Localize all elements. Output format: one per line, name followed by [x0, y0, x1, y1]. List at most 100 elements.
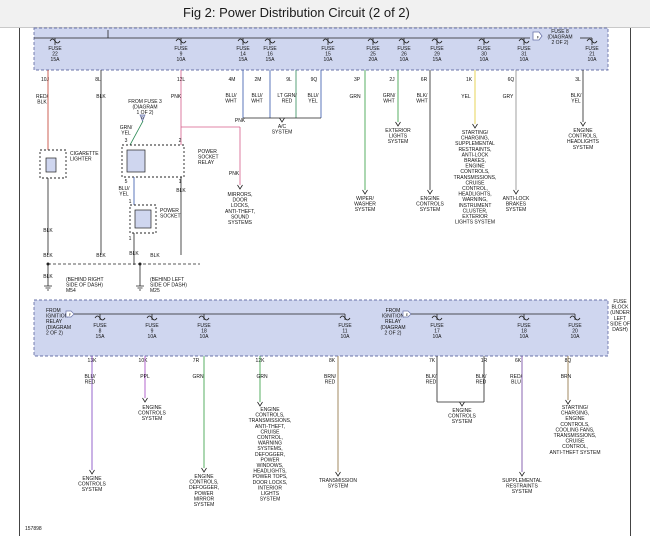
- wire-color-label: RED: [282, 99, 293, 105]
- arrow-icon: [580, 121, 586, 127]
- dest-starting-charging-2: ENGINE: [565, 416, 585, 422]
- fuse-symbol: [518, 315, 530, 321]
- connector-pin: 3P: [354, 77, 361, 83]
- wire-color-label: BLK: [43, 228, 53, 234]
- fuse-block-label: SIDE OF: [610, 321, 630, 327]
- fuse-label: FUSE: [397, 46, 411, 52]
- wire-color-label: BLU/: [118, 186, 130, 192]
- connector-letter: E: [406, 313, 409, 317]
- wire-color-label: YEL: [571, 99, 581, 105]
- fuse-label: 15A: [239, 57, 249, 63]
- ground-icon: [136, 285, 144, 291]
- connector-pin: 9L: [286, 77, 292, 83]
- fuse-label: 18: [521, 329, 527, 335]
- fuse-label: FUSE: [430, 46, 444, 52]
- fuse-block-label: (UNDER: [610, 310, 630, 316]
- fuse-label: 20A: [369, 57, 379, 63]
- wire-color-label: BLK/: [571, 93, 582, 99]
- power-socket-box: [129, 204, 157, 234]
- dest-mirrors: LOCKS,: [231, 203, 249, 209]
- dest-mirrors: DOOR: [233, 198, 248, 204]
- fuse-label: 10A: [324, 57, 334, 63]
- power-socket-relay-label: RELAY: [198, 160, 215, 166]
- connector-arrow-icon: [532, 31, 543, 41]
- fuse-label: FUSE: [338, 323, 352, 329]
- ground-icon: [44, 285, 52, 291]
- fuse-label: 11: [342, 329, 347, 335]
- ground-label-right: SIDE OF DASH): [66, 283, 103, 289]
- from-ignition-relay-label: (DIAGRAM: [46, 325, 71, 331]
- wire-color-label: GRN/: [120, 125, 133, 131]
- fuse-block-label: LEFT: [614, 316, 626, 322]
- from-ignition-relay-label: 2 OF 2): [385, 330, 402, 336]
- dest-starting-charging: ENGINE: [465, 164, 485, 170]
- wire-color-label: RED: [85, 380, 96, 386]
- fuse-label: FUSE: [585, 46, 599, 52]
- wire-color-label: BLK: [43, 253, 53, 259]
- fuse-label: FUSE: [174, 46, 188, 52]
- fuse-label: 10A: [571, 334, 581, 340]
- dest-engine-defogger: SYSTEM: [194, 502, 215, 508]
- fuse-label: 15A: [433, 57, 443, 63]
- dest-wiper: WIPER/: [356, 196, 374, 202]
- fuse-label: FUSE: [517, 323, 531, 329]
- dest-engine-controls: SYSTEM: [420, 207, 441, 213]
- dest-engine-trans-list: SYSTEMS,: [257, 446, 282, 452]
- dest-engine-controls: SYSTEM: [82, 487, 103, 493]
- connector-pin: 2: [179, 138, 182, 144]
- wire-color-label: BLK/: [417, 93, 428, 99]
- fuse-label: FUSE: [48, 46, 62, 52]
- fuse-symbol: [367, 38, 379, 44]
- fuse-label: 21: [589, 52, 595, 58]
- dest-engine-controls: CONTROLS: [138, 411, 166, 417]
- dest-engine-trans-list: CONTROLS,: [255, 413, 284, 419]
- from-ignition-relay-label: FROM: [46, 308, 61, 314]
- connector-arrow-icon: [402, 310, 412, 318]
- connector-letter: F: [537, 35, 540, 40]
- top-fuse-block: [33, 27, 609, 71]
- power-socket-label: SOCKET: [160, 214, 181, 220]
- connector-pin: 8L: [95, 77, 101, 83]
- dest-antilock: ANTI-LOCK: [503, 196, 530, 202]
- dest-mirrors: MIRRORS,: [228, 192, 253, 198]
- connector-pin: 3L: [575, 77, 581, 83]
- arrow-icon: [279, 117, 285, 123]
- from-fuse3-label: FROM FUSE 3: [128, 99, 162, 105]
- wire-color-label: RED/: [36, 94, 49, 100]
- fuse-symbol: [175, 38, 187, 44]
- ground-label-right: (BEHIND RIGHT: [66, 277, 104, 283]
- dest-starting-charging-2: STARTING/: [562, 405, 589, 411]
- connector-pin: 5: [125, 179, 128, 185]
- ground-label-left: (BEHIND LEFT: [150, 277, 184, 283]
- fuse-block-label: DASH): [612, 327, 628, 333]
- wire-color-label: GRN/: [383, 93, 396, 99]
- fuse-symbol: [322, 38, 334, 44]
- dest-engine-trans-list: ENGINE: [260, 407, 280, 413]
- wire-color-label: WHT: [383, 99, 394, 105]
- fuse-label: FUSE: [517, 46, 531, 52]
- arrow-icon: [335, 471, 341, 477]
- arrow-icon: [89, 469, 95, 475]
- wire-color-label: WHT: [416, 99, 427, 105]
- fuse-symbol: [339, 315, 351, 321]
- dest-starting-charging: CLUSTER,: [463, 208, 488, 214]
- power-socket-element: [134, 209, 152, 229]
- power-socket-relay-label: SOCKET: [198, 155, 219, 161]
- from-fuse3-label: 1 OF 2): [137, 110, 154, 116]
- dest-supplemental: SYSTEM: [512, 489, 533, 495]
- connector-pin: 7R: [193, 358, 200, 364]
- wire-color-label: BLK/: [426, 374, 437, 380]
- dest-engine-controls: CONTROLS: [78, 482, 106, 488]
- from-ignition-relay-label: (DIAGRAM: [381, 325, 406, 331]
- dest-engine-trans-list: HEADLIGHTS,: [253, 469, 286, 475]
- connector-pin: 10J: [41, 77, 50, 83]
- wire-color-label: GRY: [503, 94, 514, 100]
- dest-starting-charging: HEADLIGHTS,: [458, 192, 491, 198]
- fuse-label: FUSE: [145, 323, 159, 329]
- cigarette-lighter-label: LIGHTER: [70, 157, 92, 163]
- dest-starting-charging: ANTI-LOCK: [462, 152, 489, 158]
- wire-color-label: BLU/: [225, 93, 237, 99]
- connector-letter: F: [69, 313, 71, 317]
- dest-engine-controls: ENGINE: [452, 408, 472, 414]
- ground-label-left: SIDE OF DASH): [150, 283, 187, 289]
